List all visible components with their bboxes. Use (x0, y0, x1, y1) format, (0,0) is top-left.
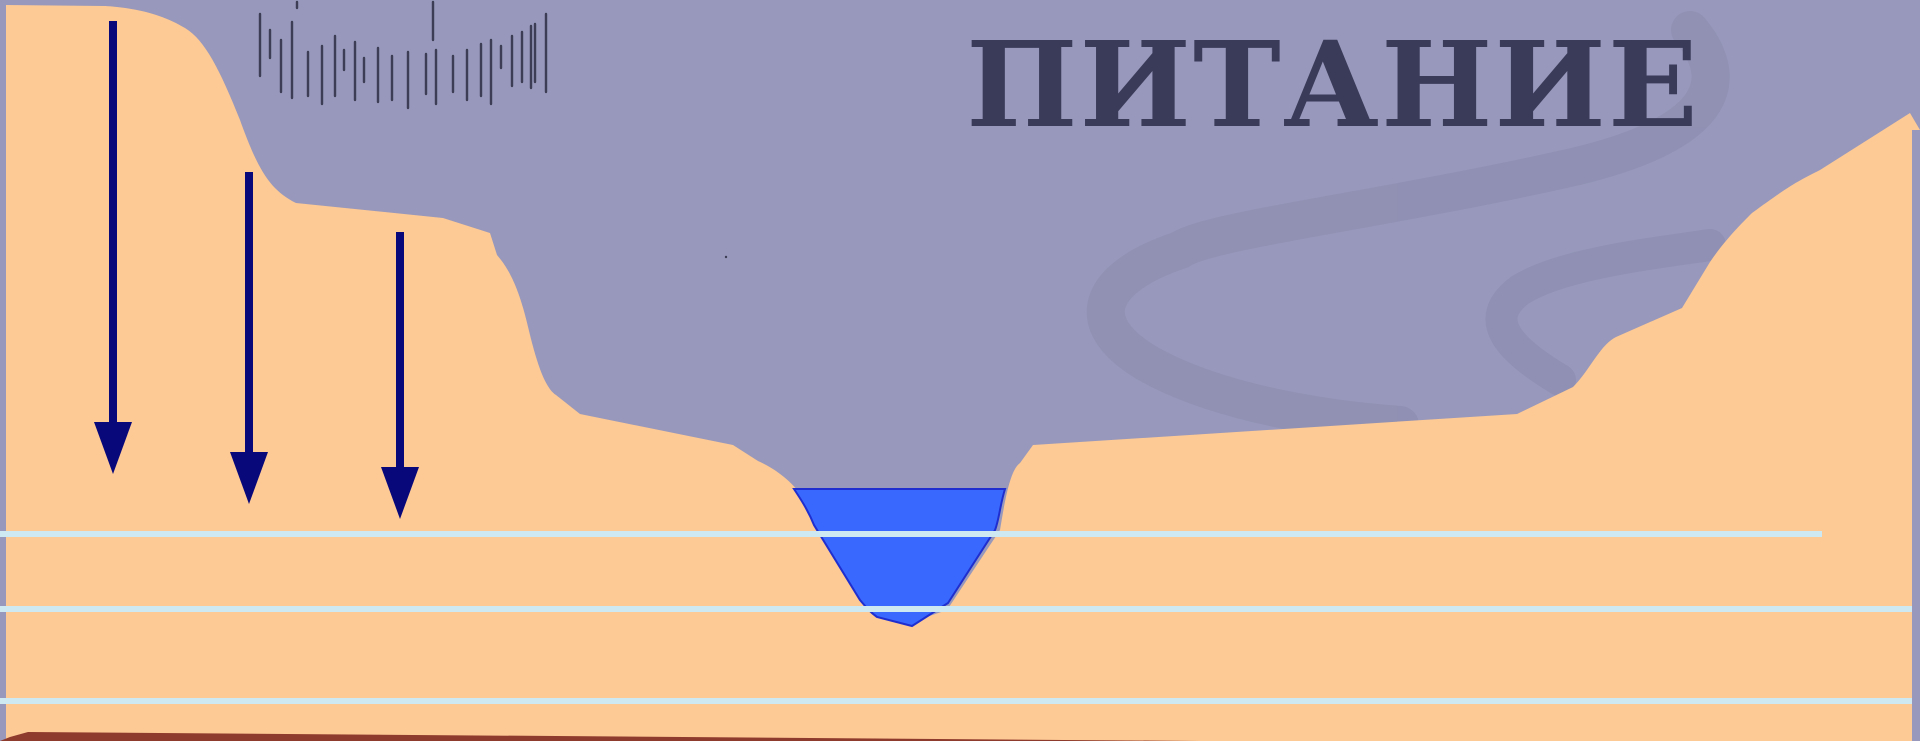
down-arrow-icon (94, 21, 132, 474)
right-edge (1912, 130, 1920, 741)
dot-mark (724, 255, 728, 259)
groundwater-layers (0, 531, 1920, 704)
rain-streaks (258, 0, 548, 110)
down-arrow-icon (230, 172, 268, 504)
bedrock-layer (0, 732, 1200, 741)
down-arrow-icon (381, 232, 419, 519)
ground (6, 5, 1920, 741)
river-water (792, 488, 1007, 628)
diagram-title: ПИТАНИЕ (966, 15, 1700, 154)
left-edge (0, 0, 6, 741)
swirl-cloud (1086, 11, 1730, 444)
